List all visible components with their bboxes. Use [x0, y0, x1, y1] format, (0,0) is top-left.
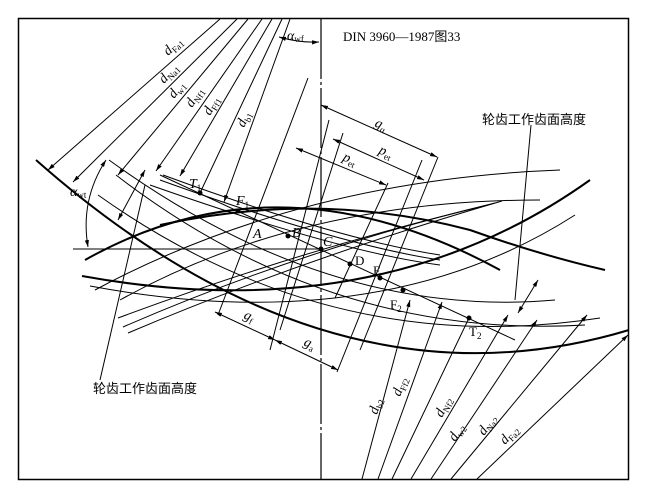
gear2-radial-lines — [361, 299, 629, 480]
working-flank-height-1-arrow — [117, 169, 146, 221]
label-T2: T2 — [469, 324, 481, 341]
label-d-Fa1: dFa1 — [161, 34, 187, 60]
gear1-flank-lines — [149, 174, 441, 266]
point-F2 — [400, 287, 406, 293]
label-D: D — [355, 253, 364, 268]
gear1-radial-lines — [47, 18, 291, 203]
point-E — [377, 275, 383, 281]
gear2-circles — [81, 169, 606, 334]
label-alpha-wf: αwf — [287, 29, 304, 44]
p-et-lower-dimension — [295, 147, 387, 186]
label-p-et-upper: pet — [375, 143, 395, 164]
point-F1 — [235, 208, 241, 214]
alpha-wf-arc — [278, 36, 320, 45]
label-d-b1: db1 — [234, 109, 255, 130]
label-F2: F2 — [390, 297, 402, 314]
label-d-b2: db2 — [367, 396, 387, 416]
label-alpha-wt: αwt — [70, 185, 87, 200]
label-g-alpha: gα — [372, 116, 389, 135]
figure-border — [17, 17, 630, 481]
working-flank-height-label-top: 轮齿工作齿面高度 — [482, 112, 586, 128]
label-B: B — [292, 226, 301, 241]
label-d-Na1: dNa1 — [156, 61, 183, 88]
label-d-Nf2: dNf2 — [432, 394, 456, 420]
point-T2 — [466, 315, 472, 321]
label-T1: T1 — [189, 177, 201, 193]
g-a-dimension — [274, 339, 339, 371]
working-flank-height-label-bottom: 轮齿工作齿面高度 — [93, 381, 197, 397]
point-T1 — [197, 190, 203, 196]
point-C — [318, 246, 324, 252]
figure-caption: DIN 3960—1987图33 — [343, 29, 460, 44]
working-flank-height-2-leader — [514, 124, 532, 301]
label-E: E — [373, 263, 381, 278]
working-flank-height-1-leader — [99, 184, 146, 381]
line-of-action — [159, 174, 516, 341]
point-B — [285, 233, 291, 239]
label-g-a: ga — [301, 335, 318, 354]
label-d-Fa2: dFa2 — [497, 423, 523, 449]
label-F1: F1 — [235, 194, 249, 210]
label-A: A — [252, 227, 262, 242]
point-D — [347, 261, 353, 267]
label-d-Na2: dNa2 — [475, 412, 501, 439]
gear1-circles — [35, 159, 630, 355]
label-g-f: gf — [241, 308, 257, 327]
g-f-dimension — [214, 311, 276, 341]
alpha-wt-arc — [84, 159, 107, 248]
label-d-Ff2: dFf2 — [390, 375, 412, 399]
working-flank-height-2-arrow — [517, 279, 539, 314]
label-C: C — [323, 235, 333, 250]
label-d-w2: dw2 — [446, 421, 469, 445]
